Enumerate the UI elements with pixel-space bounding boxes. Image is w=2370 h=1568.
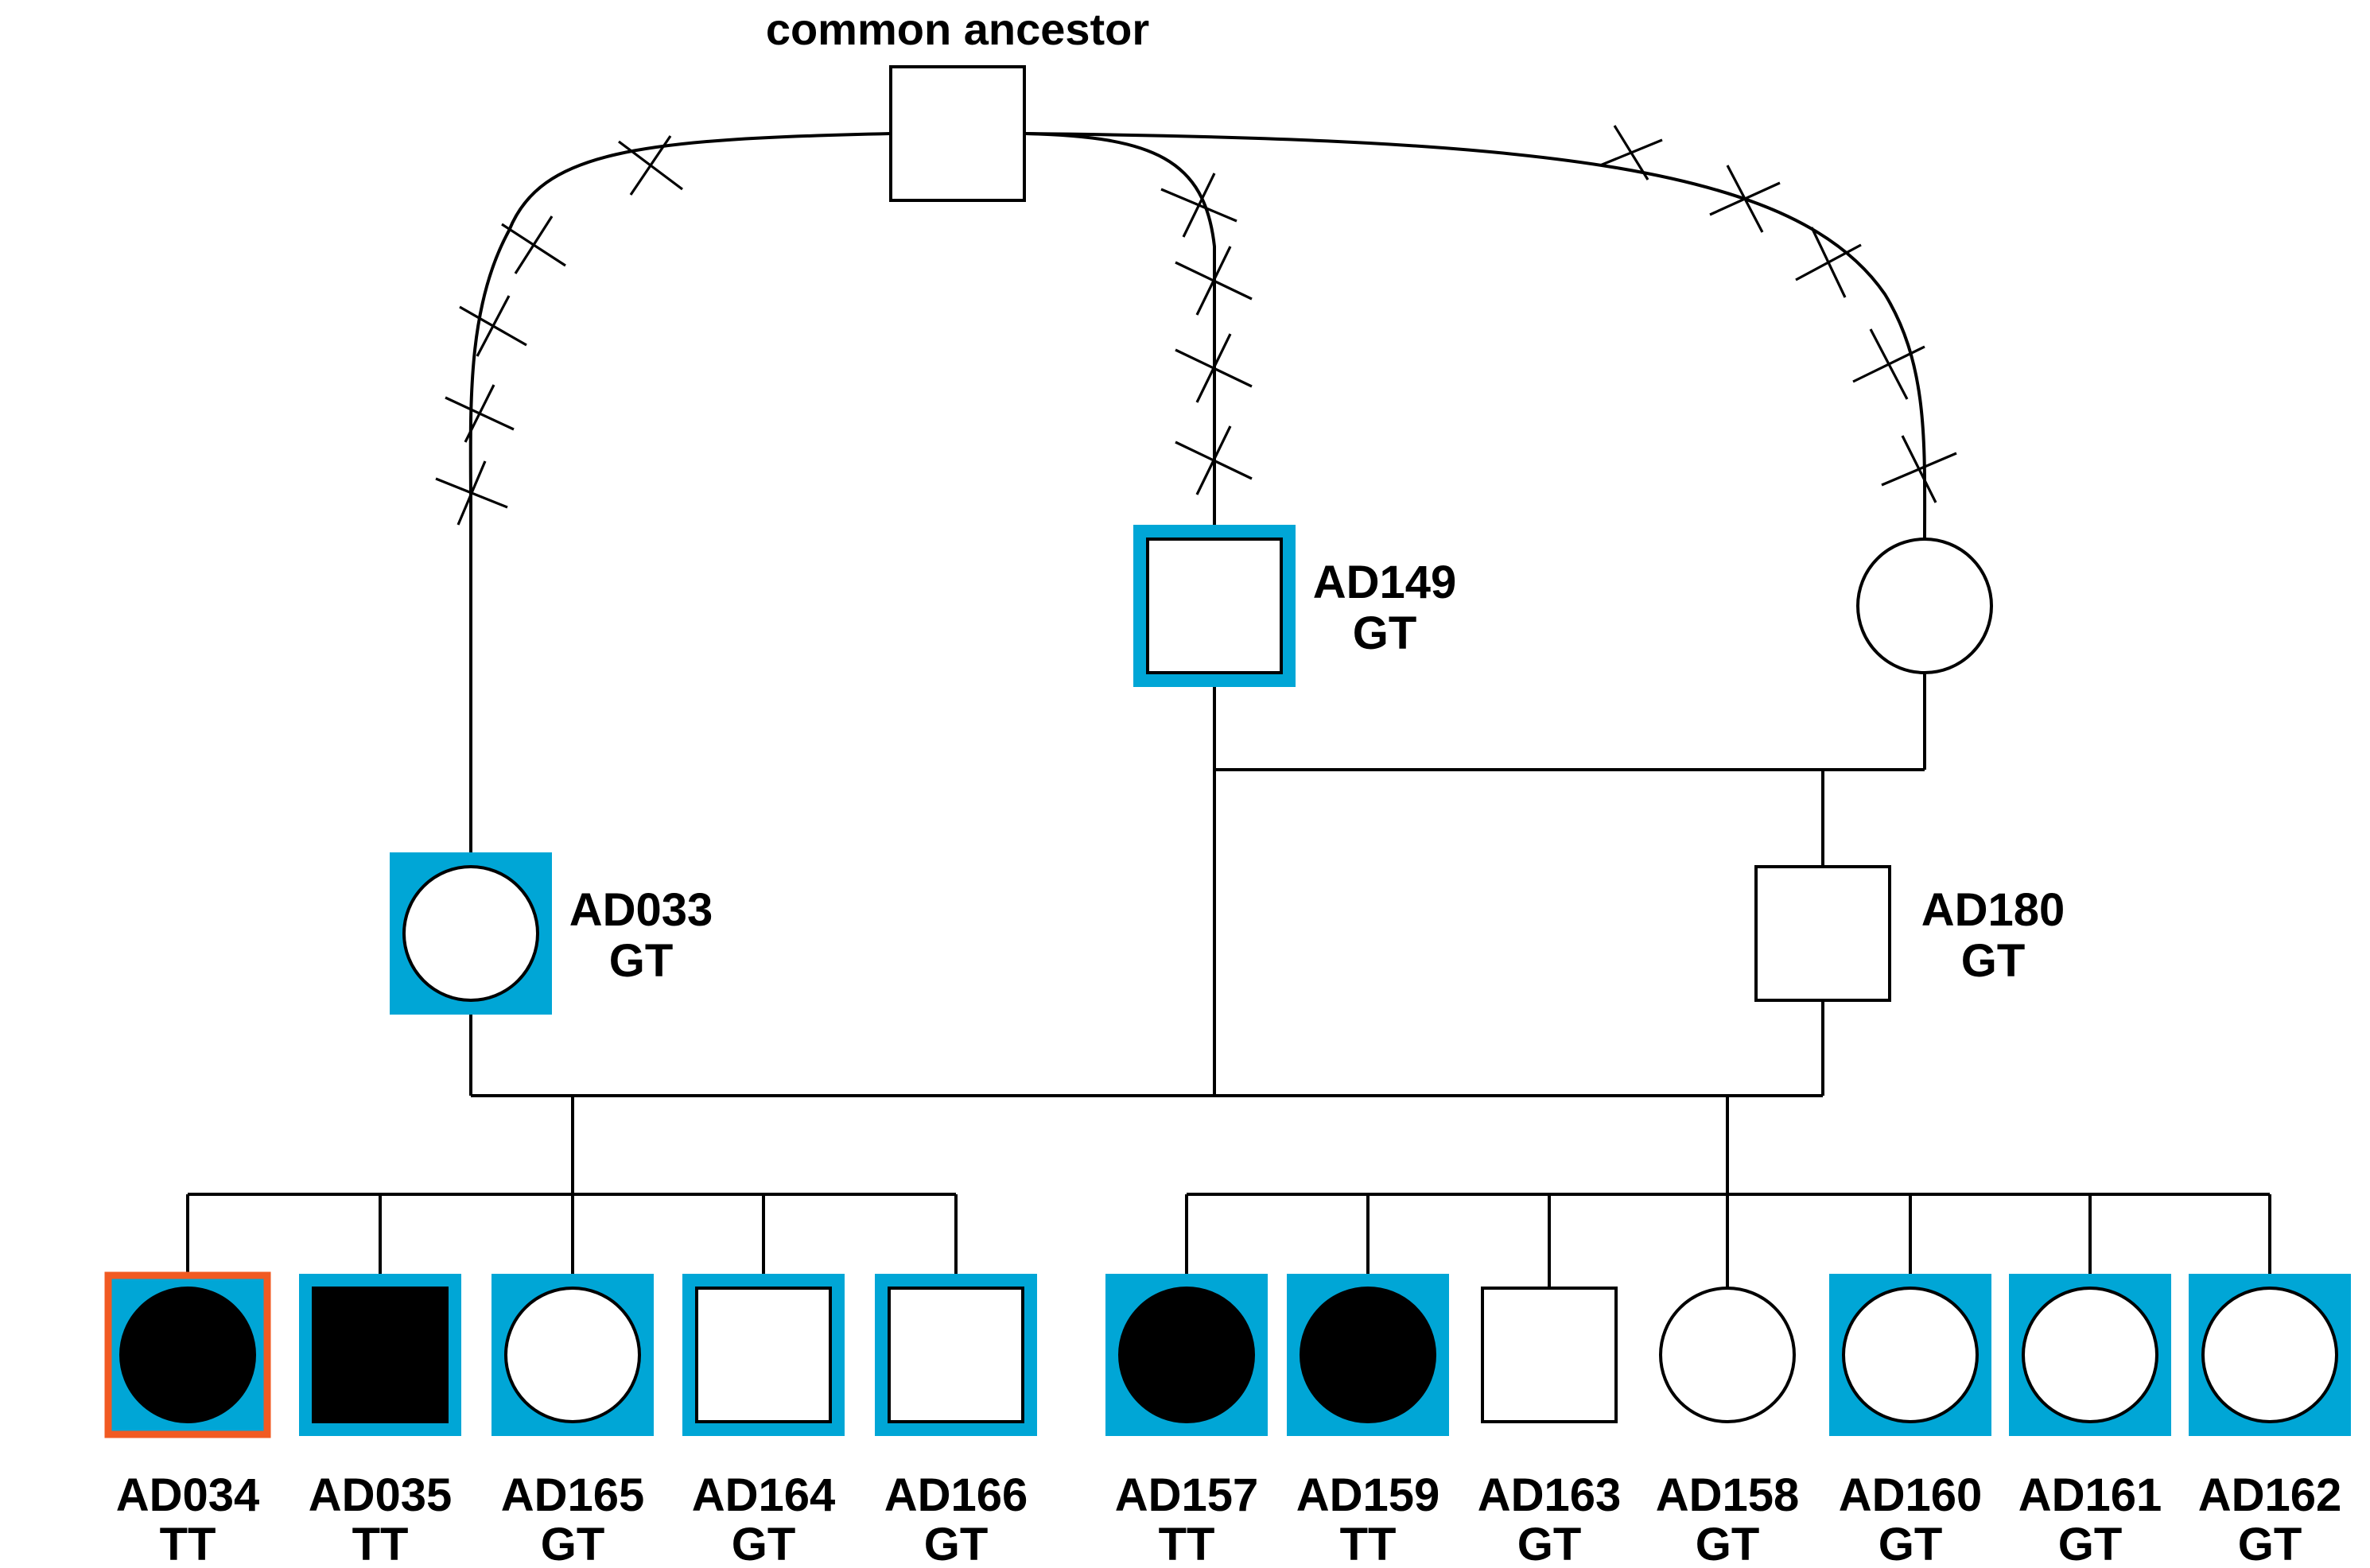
generation-mark: [618, 135, 683, 196]
individual-id: AD157: [1115, 1469, 1259, 1521]
descent-line-right: [1025, 132, 1927, 541]
individual-genotype: GT: [1517, 1519, 1582, 1568]
individual-id: AD158: [1656, 1469, 1800, 1521]
relationship-lines: [186, 674, 2271, 1288]
generation-mark: [445, 384, 515, 443]
generation-mark: [1881, 435, 1957, 503]
individual-id: AD034: [116, 1469, 260, 1521]
generation-marks: [435, 125, 1957, 526]
individual-id: AD035: [309, 1469, 453, 1521]
individual-genotype: GT: [1696, 1519, 1760, 1568]
generation-mark: [1175, 246, 1253, 316]
male-symbol: [312, 1287, 449, 1423]
male-symbol: [1146, 538, 1283, 674]
individual-id: AD033: [569, 884, 713, 936]
individual-genotype: GT: [1961, 935, 2026, 987]
generation-mark: [501, 215, 566, 274]
individual-genotype: GT: [2058, 1519, 2123, 1568]
individual-id: AD163: [1478, 1469, 1622, 1521]
individual-genotype: GT: [609, 935, 674, 987]
individual-genotype: TT: [1340, 1519, 1397, 1568]
generation-mark: [1160, 173, 1237, 238]
individual-id: AD162: [2198, 1469, 2342, 1521]
individual-spouse: [1856, 538, 1993, 674]
male-symbol: [888, 1287, 1024, 1423]
descent-line-left: [468, 132, 892, 875]
title-common-ancestor: common ancestor: [766, 4, 1149, 54]
individual-genotype: GT: [924, 1519, 989, 1568]
female-symbol: [1659, 1287, 1796, 1423]
female-symbol: [1118, 1287, 1255, 1423]
individual-genotype: TT: [160, 1519, 216, 1568]
individual-id: AD166: [884, 1469, 1028, 1521]
individual-ancestor: [889, 65, 1026, 202]
individual-genotype: GT: [541, 1519, 605, 1568]
individual-genotype: GT: [1353, 607, 1417, 659]
male-symbol: [1481, 1287, 1618, 1423]
descent-line-middle: [1025, 132, 1216, 525]
male-symbol: [695, 1287, 832, 1423]
individual-genotype: GT: [732, 1519, 796, 1568]
individual-id: AD164: [692, 1469, 836, 1521]
female-symbol: [1300, 1287, 1436, 1423]
female-symbol: [119, 1287, 256, 1423]
descent-lines: [468, 132, 1927, 875]
generation-mark: [1795, 227, 1862, 298]
individual-id: AD159: [1296, 1469, 1440, 1521]
generation-mark: [1852, 328, 1925, 400]
generation-mark: [435, 460, 508, 526]
female-symbol: [2022, 1287, 2158, 1423]
individual-id: AD180: [1921, 884, 2065, 936]
male-symbol: [1754, 865, 1891, 1002]
individual-id: AD149: [1313, 557, 1457, 608]
generation-mark: [459, 295, 527, 357]
individual-id: AD161: [2018, 1469, 2162, 1521]
female-symbol: [1856, 538, 1993, 674]
female-symbol: [504, 1287, 641, 1423]
female-symbol: [1842, 1287, 1979, 1423]
generation-mark: [1175, 425, 1253, 495]
individuals: AD149GTAD033GTAD180GTAD034TTAD035TTAD165…: [104, 65, 2351, 1568]
generation-mark: [1709, 165, 1781, 233]
individual-id: AD160: [1839, 1469, 1983, 1521]
generation-mark: [1599, 125, 1663, 180]
female-symbol: [402, 865, 539, 1002]
individual-id: AD165: [501, 1469, 645, 1521]
individual-genotype: GT: [1879, 1519, 1943, 1568]
individual-genotype: TT: [352, 1519, 409, 1568]
individual-genotype: TT: [1159, 1519, 1215, 1568]
generation-mark: [1175, 333, 1253, 403]
female-symbol: [2201, 1287, 2338, 1423]
proband-frame: [104, 1271, 271, 1438]
male-symbol: [889, 65, 1026, 202]
individual-genotype: GT: [2238, 1519, 2302, 1568]
